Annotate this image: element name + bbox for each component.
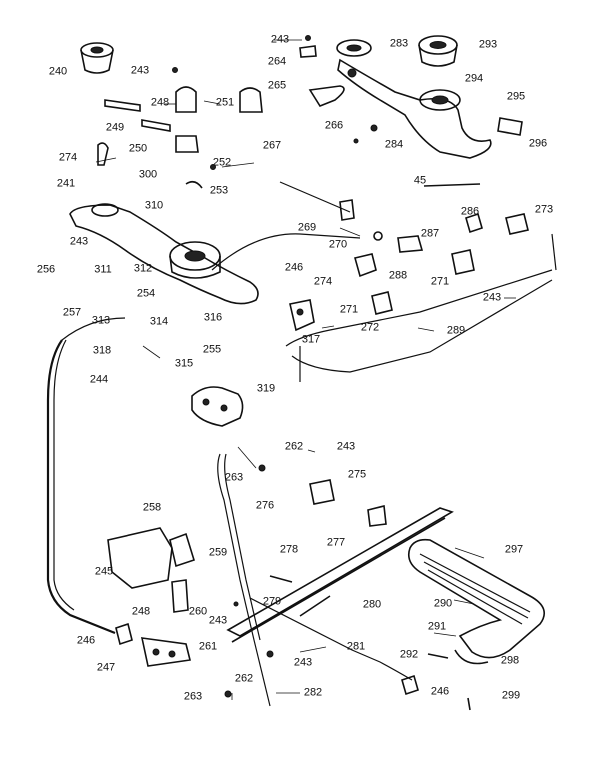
callout-311: 311	[94, 263, 112, 276]
callout-254: 254	[136, 287, 156, 300]
callout-245: 245	[94, 565, 114, 578]
callout-310: 310	[144, 199, 164, 212]
callout-250: 250	[128, 142, 148, 155]
callout-279: 279	[262, 595, 282, 608]
callout-262: 262	[284, 440, 304, 453]
callout-300: 300	[138, 168, 158, 181]
burner-head-319	[191, 386, 244, 427]
callout-243-e: 243	[336, 440, 356, 453]
callout-260: 260	[188, 605, 208, 618]
callout-294: 294	[464, 72, 484, 85]
callout-289: 289	[446, 324, 466, 337]
callout-264: 264	[267, 55, 287, 68]
callout-259: 259	[208, 546, 228, 559]
callout-241: 241	[56, 177, 76, 190]
callout-246-c: 246	[430, 685, 450, 698]
callout-317: 317	[301, 333, 321, 346]
callout-270: 270	[328, 238, 348, 251]
burner-arm-left	[69, 203, 259, 305]
callout-266: 266	[324, 119, 344, 132]
burner-cap-left	[80, 42, 114, 74]
callout-248: 248	[150, 96, 170, 109]
callout-240: 240	[48, 65, 68, 78]
callout-319: 319	[256, 382, 276, 395]
callout-284: 284	[384, 138, 404, 151]
burner-cap-right	[336, 35, 458, 67]
callout-246: 246	[284, 261, 304, 274]
callout-244: 244	[89, 373, 109, 386]
callout-315: 315	[174, 357, 194, 370]
callout-295: 295	[506, 90, 526, 103]
callout-276: 276	[255, 499, 275, 512]
callout-281: 281	[346, 640, 366, 653]
callout-265: 265	[267, 79, 287, 92]
callout-257: 257	[62, 306, 82, 319]
callout-274-b: 274	[313, 275, 333, 288]
callout-286: 286	[460, 205, 480, 218]
safety-valve-parts	[107, 464, 471, 711]
callout-318: 318	[92, 344, 112, 357]
callout-243-d: 243	[69, 235, 89, 248]
callout-297: 297	[504, 543, 524, 556]
callout-298: 298	[500, 654, 520, 667]
callout-263: 263	[224, 471, 244, 484]
callout-296: 296	[528, 137, 548, 150]
gas-tubing	[46, 181, 557, 707]
callout-248-b: 248	[131, 605, 151, 618]
callout-283: 283	[389, 37, 409, 50]
callout-271-b: 271	[339, 303, 359, 316]
callout-251: 251	[215, 96, 235, 109]
callout-261: 261	[198, 640, 218, 653]
callout-299: 299	[501, 689, 521, 702]
support-rails	[226, 507, 454, 643]
callout-243-g: 243	[293, 656, 313, 669]
callout-243-b: 243	[270, 33, 290, 46]
callout-262-b: 262	[234, 672, 254, 685]
oven-burner	[407, 538, 546, 665]
callout-252: 252	[212, 156, 232, 169]
callout-312: 312	[133, 262, 153, 275]
callout-258: 258	[142, 501, 162, 514]
callout-271: 271	[430, 275, 450, 288]
callout-253: 253	[209, 184, 229, 197]
callout-277: 277	[326, 536, 346, 549]
callout-247: 247	[96, 661, 116, 674]
callout-263-b: 263	[183, 690, 203, 703]
callout-255: 255	[202, 343, 222, 356]
callout-274: 274	[58, 151, 78, 164]
callout-316: 316	[203, 311, 223, 324]
callout-292: 292	[399, 648, 419, 661]
callout-243: 243	[130, 64, 150, 77]
callout-45: 45	[413, 174, 427, 187]
callout-290: 290	[433, 597, 453, 610]
callout-288: 288	[388, 269, 408, 282]
callout-269: 269	[297, 221, 317, 234]
callout-249: 249	[105, 121, 125, 134]
callout-293: 293	[478, 38, 498, 51]
leader-lines	[95, 39, 516, 700]
callout-287: 287	[420, 227, 440, 240]
callout-267: 267	[262, 139, 282, 152]
callout-291: 291	[427, 620, 447, 633]
callout-280: 280	[362, 598, 382, 611]
callout-282: 282	[303, 686, 323, 699]
small-parts-top	[97, 35, 378, 189]
callout-243-c: 243	[482, 291, 502, 304]
callout-243-f: 243	[208, 614, 228, 627]
callout-313: 313	[91, 314, 111, 327]
callout-273: 273	[534, 203, 554, 216]
burner-arm-right	[337, 58, 523, 159]
callout-278: 278	[279, 543, 299, 556]
valves	[289, 183, 529, 332]
callout-256: 256	[36, 263, 56, 276]
callout-314: 314	[149, 315, 169, 328]
callout-275: 275	[347, 468, 367, 481]
callout-272: 272	[360, 321, 380, 334]
callout-246-b: 246	[76, 634, 96, 647]
